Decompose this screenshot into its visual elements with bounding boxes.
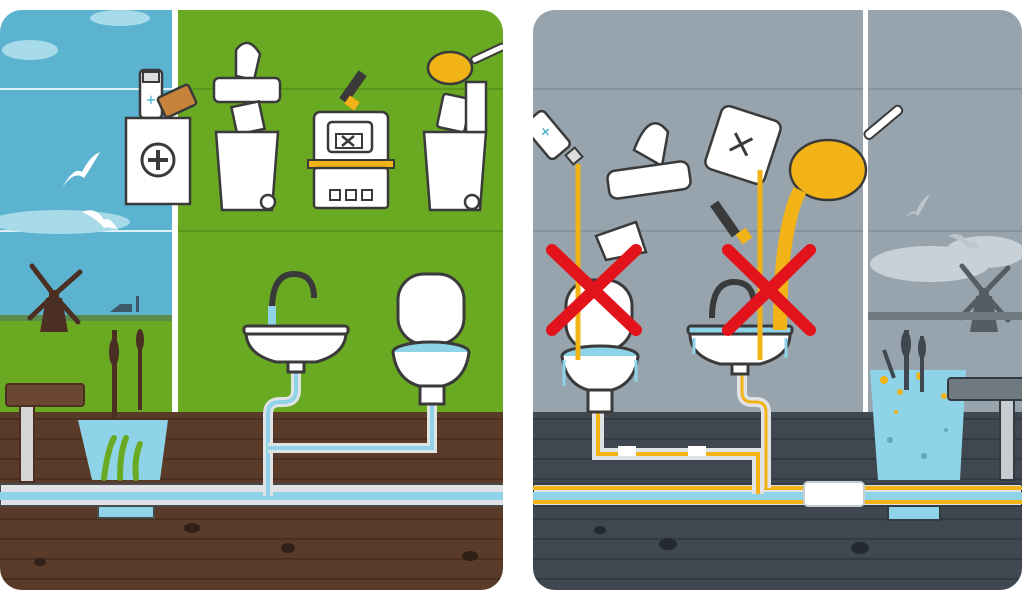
sink-icon [242, 270, 350, 374]
wet-wipes-bin-icon [212, 41, 282, 212]
red-cross-icon [722, 244, 816, 336]
jetty [5, 383, 85, 483]
bird-icon [62, 152, 100, 188]
svg-text:+: + [146, 93, 157, 108]
polluted-ditch [870, 330, 966, 480]
sink-icon [686, 278, 794, 376]
jetty [947, 377, 1022, 481]
falling-frying-pan-icon [773, 104, 904, 331]
falling-paint-can-icon [704, 104, 782, 360]
bird-icon [82, 210, 118, 230]
red-cross-icon [546, 244, 642, 336]
windmill-icon [27, 263, 83, 332]
left-panel: + [0, 10, 503, 590]
right-panel: + [533, 10, 1022, 590]
toilet-icon [560, 278, 640, 414]
fatberg [803, 481, 865, 507]
frying-oil-bin-icon [422, 42, 503, 212]
medicine-bag-icon: + [124, 68, 198, 206]
windmill-icon [957, 263, 1011, 332]
toilet-icon [391, 272, 471, 406]
ditch [78, 329, 168, 481]
paint-chemical-box-icon [307, 70, 395, 210]
falling-medicine-bottle-icon: + [533, 109, 584, 360]
